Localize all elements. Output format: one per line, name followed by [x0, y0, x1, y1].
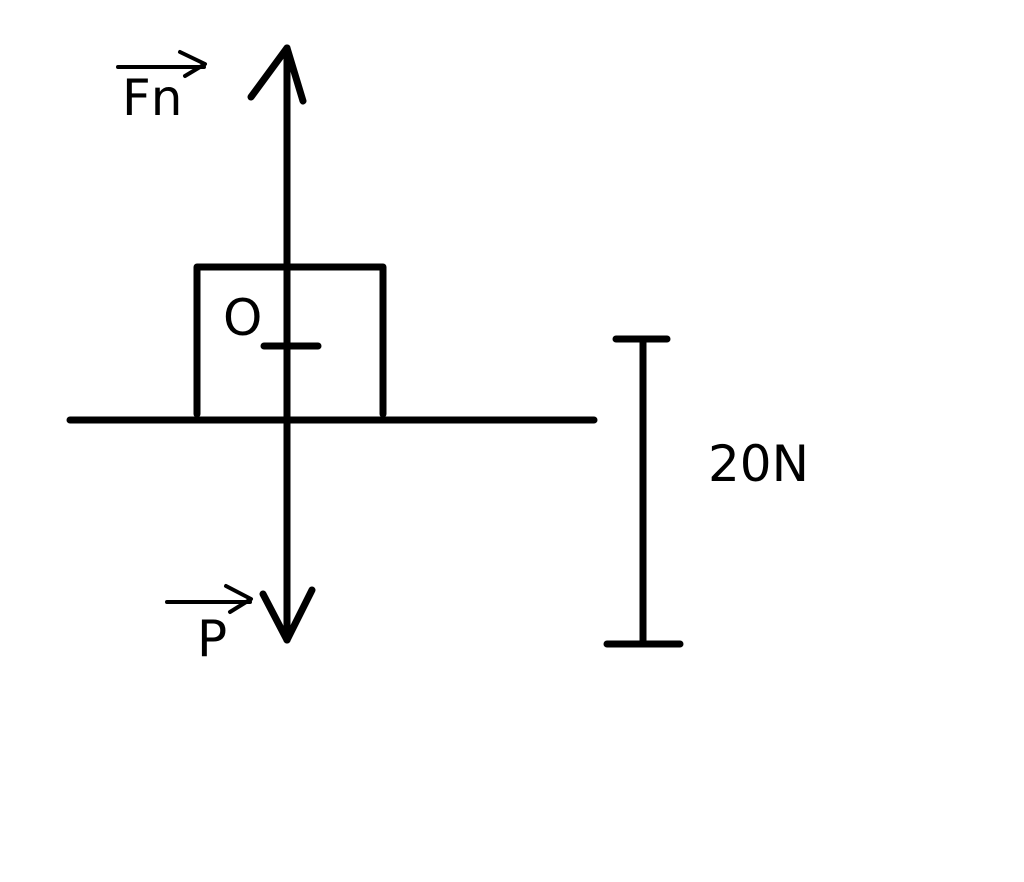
- scale-label: 20N: [708, 435, 809, 493]
- normal-force-label: Fn: [122, 69, 182, 127]
- center-point-label: O: [223, 289, 262, 347]
- weight-force-vector-tip: [224, 584, 253, 614]
- normal-force-label-group: Fn: [116, 50, 207, 127]
- normal-force-arrowhead: [247, 44, 307, 105]
- scale-bar: [603, 335, 684, 648]
- normal-force-vector-tip: [178, 50, 207, 78]
- weight-force-label-group: P: [165, 584, 253, 668]
- weight-force-arrowhead: [259, 586, 316, 644]
- weight-force-label: P: [197, 610, 227, 668]
